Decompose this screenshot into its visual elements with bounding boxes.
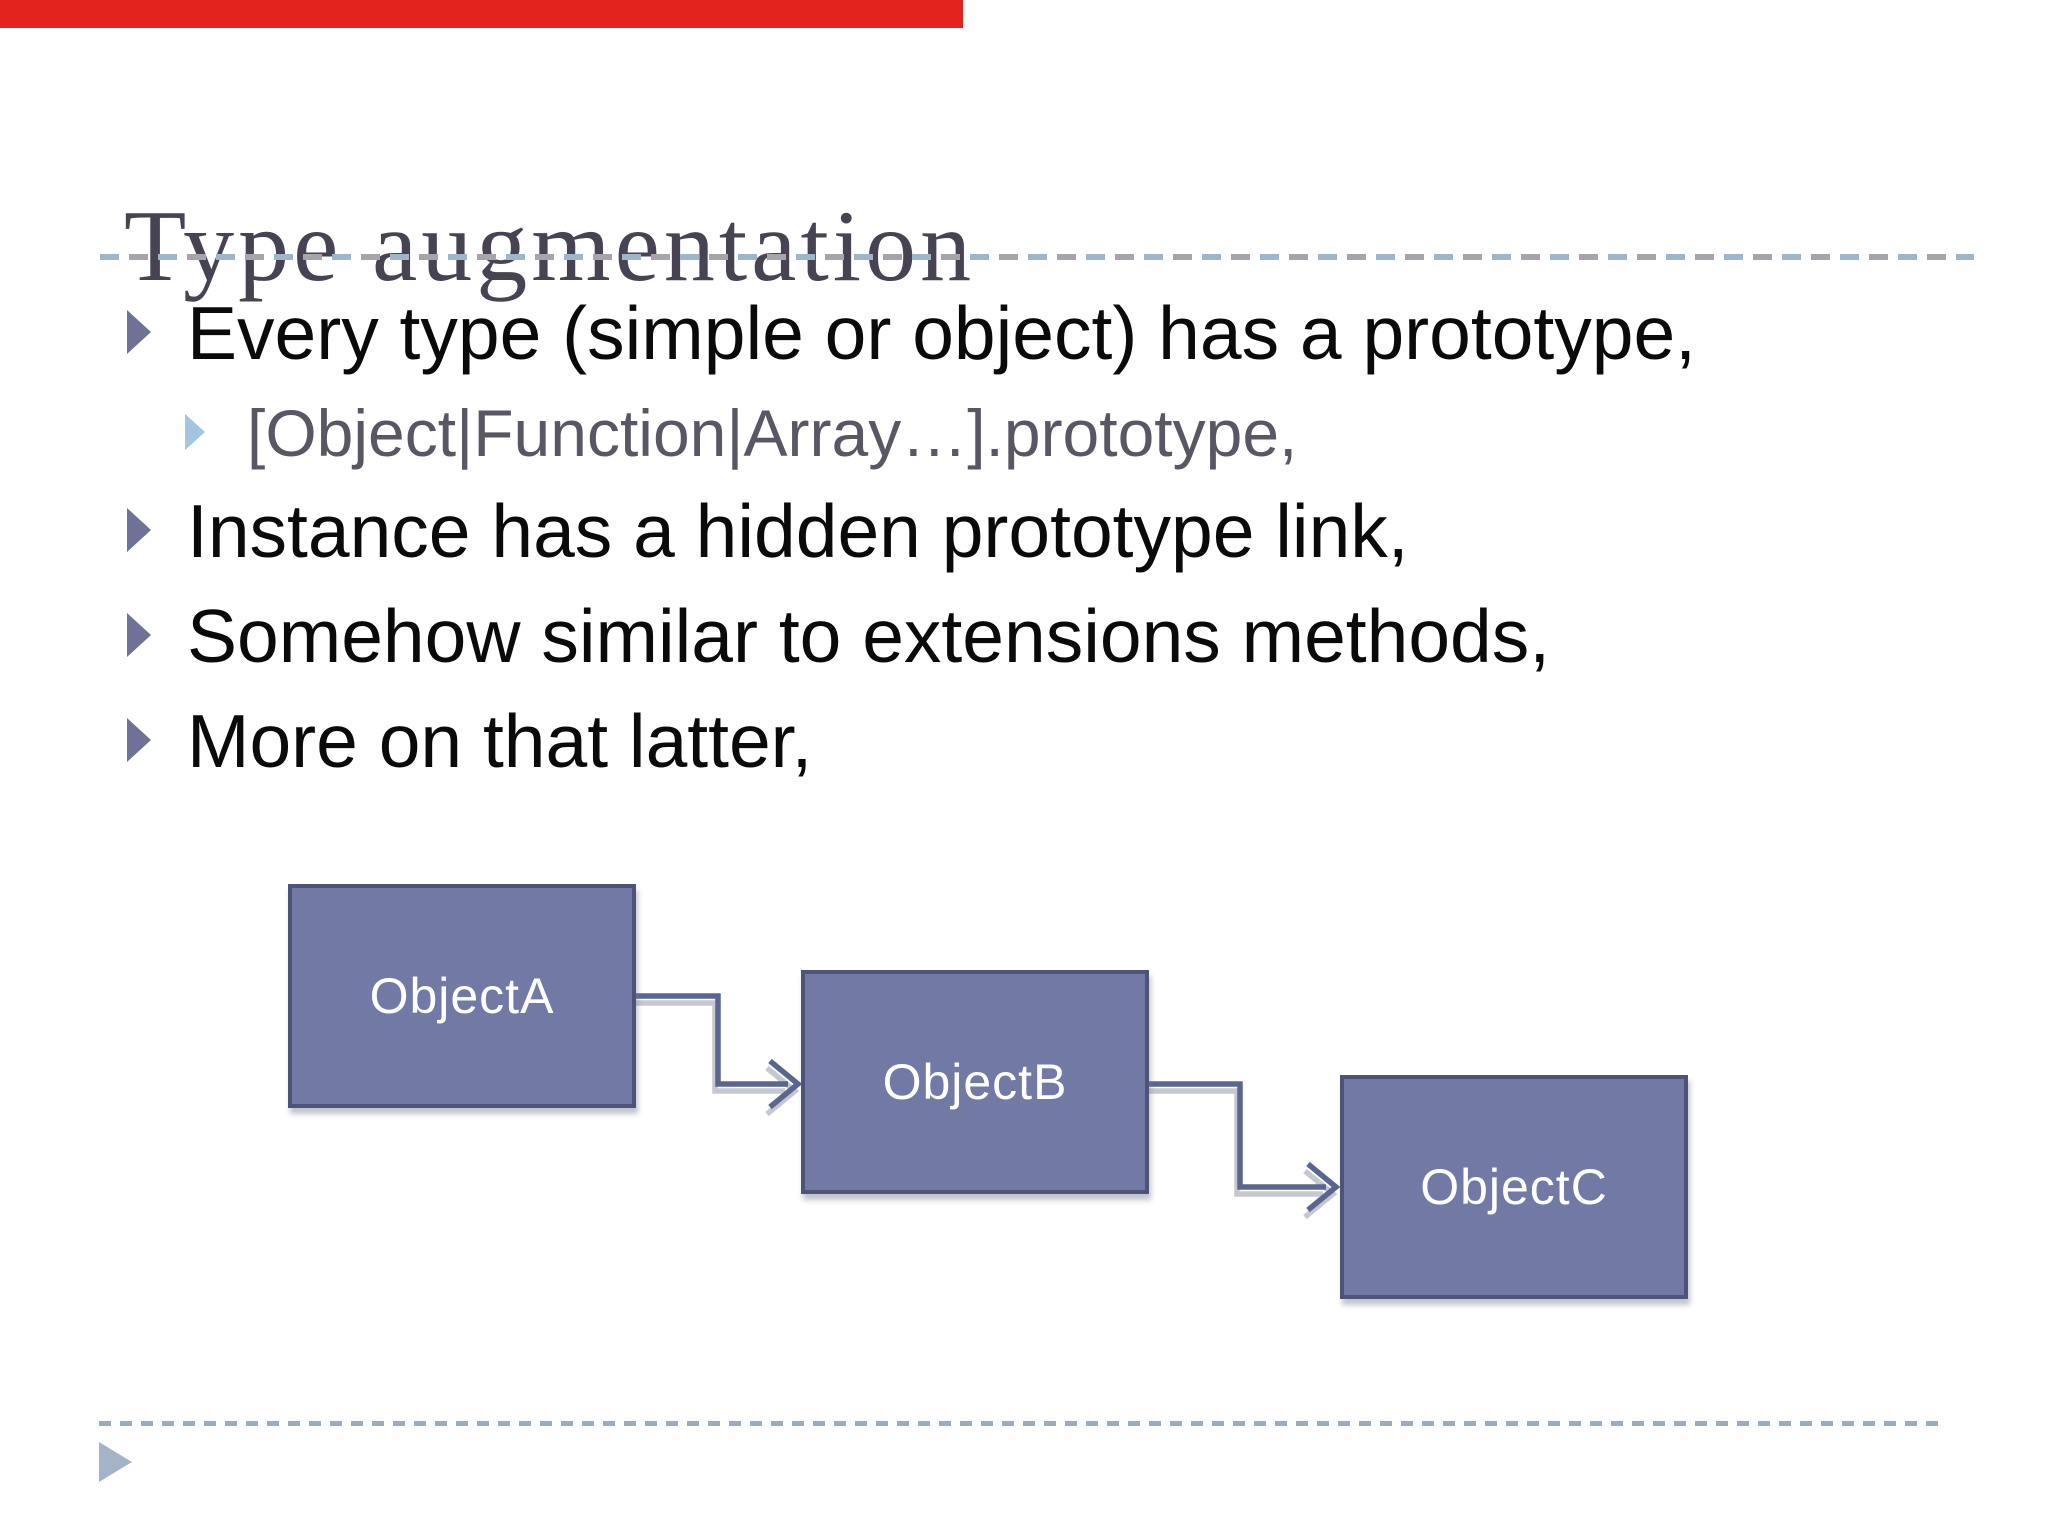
triangle-sub-bullet-icon bbox=[185, 414, 205, 450]
bullet-text: More on that latter, bbox=[187, 699, 813, 783]
bullet-text: Every type (simple or object) has a prot… bbox=[187, 291, 1697, 375]
bullet-item: More on that latter, bbox=[127, 704, 812, 779]
triangle-bullet-icon bbox=[127, 613, 151, 657]
sub-bullet-item: [Object|Function|Array…].prototype, bbox=[185, 400, 1297, 466]
sub-bullet-text: [Object|Function|Array…].prototype, bbox=[247, 396, 1298, 470]
arrowhead-icon bbox=[768, 1058, 803, 1110]
connector-b-to-c bbox=[1149, 1081, 1341, 1213]
bullet-text: Instance has a hidden prototype link, bbox=[187, 489, 1409, 573]
node-label: ObjectB bbox=[882, 1054, 1068, 1110]
diagram-node-objectc: ObjectC bbox=[1340, 1075, 1688, 1299]
footer-triangle-icon bbox=[99, 1442, 132, 1482]
node-label: ObjectC bbox=[1420, 1159, 1608, 1215]
footer-dashed-line bbox=[99, 1421, 1943, 1426]
bullet-item: Every type (simple or object) has a prot… bbox=[127, 296, 1696, 371]
slide-title: Type augmentation bbox=[124, 190, 976, 304]
node-label: ObjectA bbox=[369, 968, 555, 1024]
video-progress-bar[interactable] bbox=[0, 0, 963, 28]
triangle-bullet-icon bbox=[127, 508, 151, 552]
bullet-text: Somehow similar to extensions methods, bbox=[187, 594, 1551, 678]
bullet-item: Instance has a hidden prototype link, bbox=[127, 494, 1409, 569]
connector-a-to-b bbox=[636, 993, 803, 1110]
arrowhead-icon bbox=[1306, 1161, 1341, 1213]
diagram-node-objecta: ObjectA bbox=[288, 884, 636, 1108]
diagram-node-objectb: ObjectB bbox=[801, 970, 1149, 1194]
triangle-bullet-icon bbox=[127, 718, 151, 762]
bullet-item: Somehow similar to extensions methods, bbox=[127, 599, 1550, 674]
title-divider-dashed-line bbox=[100, 254, 1974, 260]
triangle-bullet-icon bbox=[127, 310, 151, 354]
